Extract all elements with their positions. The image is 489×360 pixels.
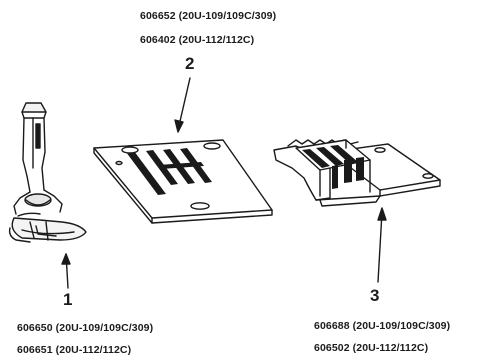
needle-plate-drawing [93, 77, 273, 224]
part3-number: 3 [370, 286, 380, 305]
presser-foot-drawing [8, 102, 87, 289]
part1-code-2: 606651 (20U-112/112C) [17, 344, 132, 356]
part2-code-2: 606402 (20U-112/112C) [140, 34, 255, 46]
part1-code-1: 606650 (20U-109/109C/309) [17, 322, 154, 334]
part2-number: 2 [185, 54, 195, 73]
feed-dog-drawing [273, 139, 441, 283]
part1-number: 1 [63, 290, 73, 309]
part2-code-1: 606652 (20U-109/109C/309) [140, 10, 277, 22]
part3-code-1: 606688 (20U-109/109C/309) [314, 320, 451, 332]
part3-code-2: 606502 (20U-112/112C) [314, 342, 429, 354]
